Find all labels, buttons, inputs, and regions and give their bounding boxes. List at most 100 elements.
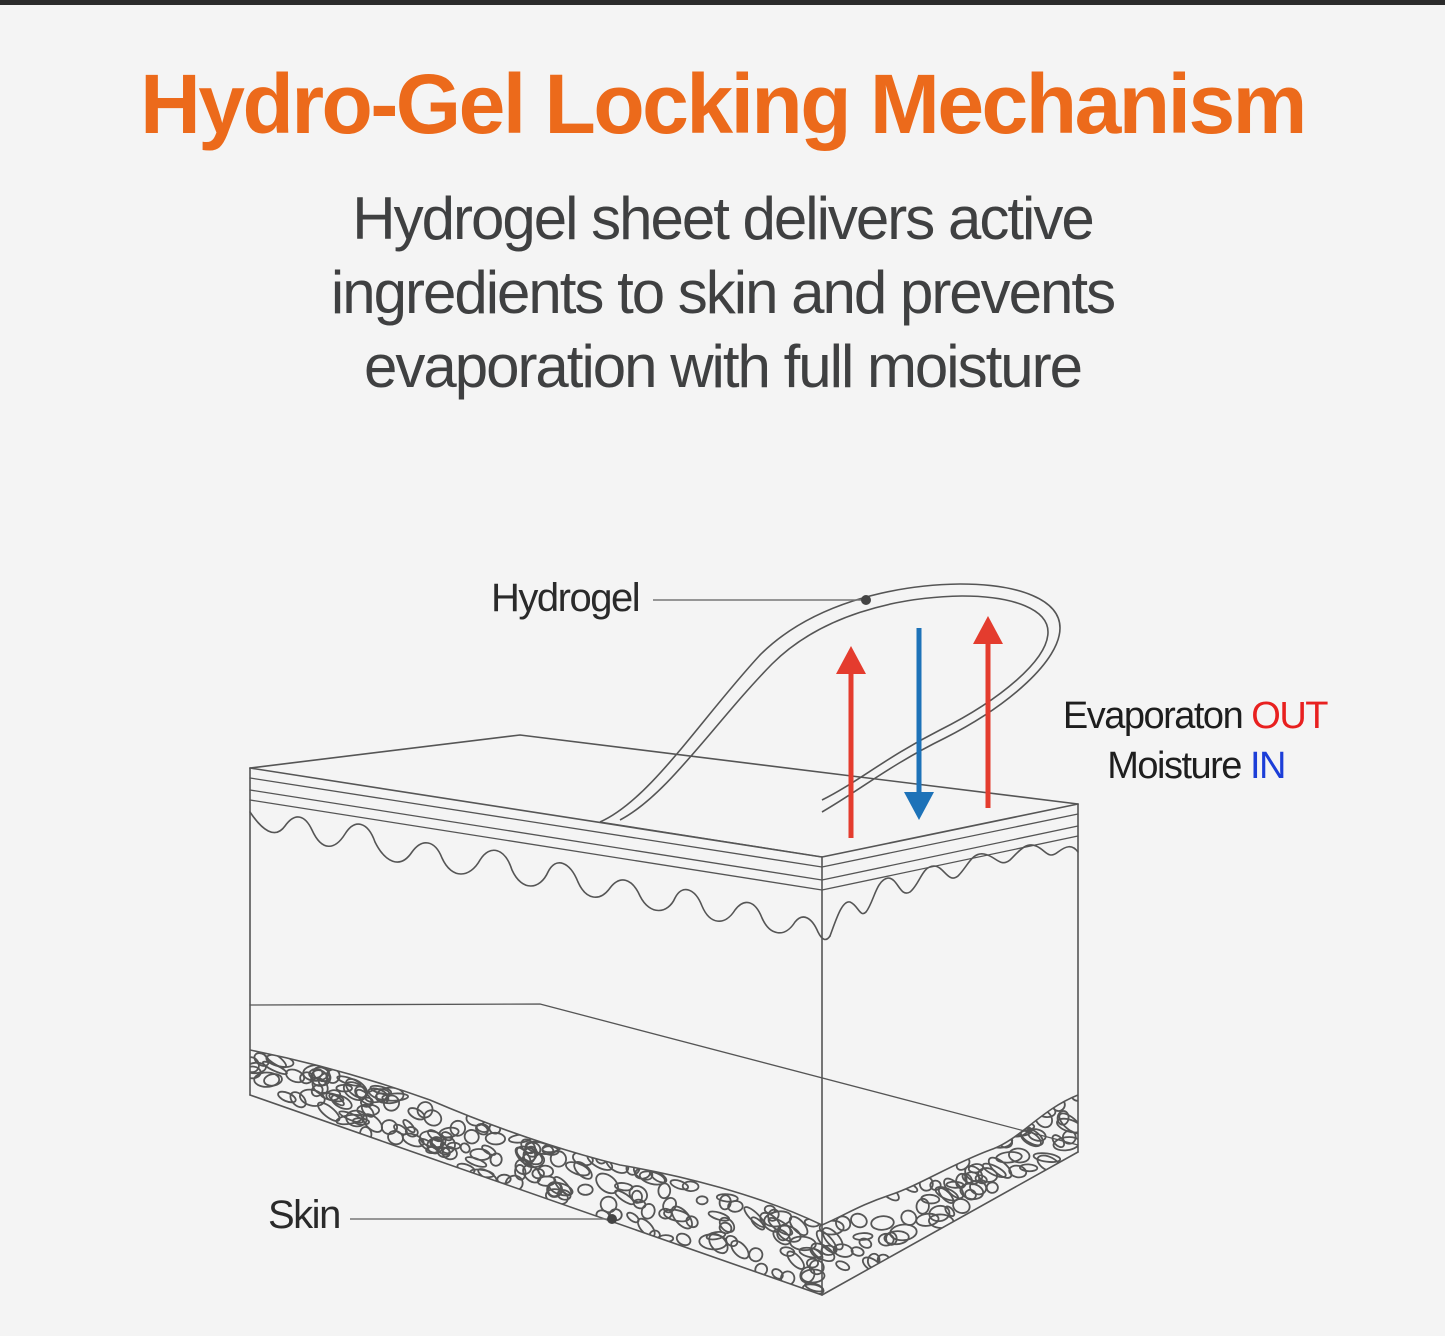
skin-cell [407,1107,426,1121]
skin-cell [614,1182,634,1192]
skin-cell [748,1247,764,1263]
skin-cell [352,1117,370,1126]
skin-cell [549,1150,567,1168]
hydrogel-sheet-base [599,821,823,858]
skin-cell [342,1081,368,1102]
legend-evaporation: Evaporaton OUT [1063,695,1329,737]
skin-cell [804,1281,825,1293]
skin-cell [767,1208,780,1222]
skin-cell [599,1195,618,1214]
layer-line-2 [249,789,1079,881]
skin-cell [870,1215,895,1231]
skin-cell [669,1179,689,1191]
skin-cell [316,1101,341,1122]
skin-cell [393,1123,408,1136]
skin-cell [772,1228,792,1246]
block-bottom-right [821,1151,1079,1296]
skin-cell [707,1210,731,1222]
page-title: Hydro-Gel Locking Mechanism [140,57,1307,151]
skin-cell [1027,1128,1047,1142]
skin-cell [261,1060,288,1076]
skin-cell [658,1207,673,1220]
skin-cell [436,1146,451,1159]
layer-line-3 [249,799,1079,891]
skin-cell [354,1085,368,1099]
skin-cell [850,1212,868,1229]
skin-cell [952,1198,971,1214]
skin-cell [725,1234,739,1248]
hydrogel-label: Hydrogel [491,576,641,620]
legend-moisture: Moisture IN [1107,745,1286,787]
skin-cell [915,1197,930,1215]
skin-cell [900,1209,918,1226]
skin-cell [463,1129,480,1145]
skin-cell [708,1232,729,1255]
skin-cell [883,1230,910,1246]
skin-cell [718,1216,736,1233]
skin-cell [289,1091,307,1109]
skin-cell [640,1203,656,1220]
skin-cell [299,1071,314,1085]
skin-cell [809,1247,824,1261]
hydrogel-sheet-inner [619,595,1049,821]
skin-cell [310,1084,324,1098]
skin-cell [1058,1112,1078,1135]
moisture-arrowhead [904,792,934,820]
subtitle-line-2: ingredients to skin and prevents [330,259,1116,326]
skin-cell [1008,1147,1031,1164]
subtitle-line-3: evaporation with full moisture [363,333,1083,400]
skin-cell [402,1119,416,1134]
skin-cell [695,1195,709,1206]
skin-cell [419,1130,447,1149]
skin-cell [439,1136,456,1155]
skin-cell [1019,1163,1039,1173]
dermis-wave-right [829,844,1079,937]
skin-cell [799,1266,816,1284]
skin-cell [381,1092,409,1102]
skin-cell [614,1189,635,1206]
skin-cell [981,1162,1007,1179]
evaporation-arrowhead-right [973,616,1003,644]
layer-line-1 [249,777,1079,868]
skin-cell [808,1259,825,1276]
skin-cell [299,1088,326,1107]
skin-cell [763,1210,793,1228]
skin-cell [806,1257,819,1269]
skin-cell [459,1142,471,1154]
skin-cell [730,1239,750,1260]
skin-cell [1036,1154,1062,1174]
skin-cell [800,1268,826,1284]
skin-cell [302,1064,330,1082]
top-bar [0,0,1445,5]
skin-cell [250,1065,262,1080]
skin-cell [330,1094,353,1110]
skin-cell [959,1182,985,1201]
skin-cell [944,1205,956,1218]
skin-cell [820,1244,837,1256]
skin-cell [928,1204,951,1223]
skin-cell [626,1211,640,1224]
skin-cell [835,1215,852,1232]
legend-moisture-text: Moisture [1107,745,1242,787]
skin-cell [657,1182,672,1200]
skin-cell [573,1161,593,1180]
skin-cell [937,1187,955,1204]
hydrogel-sheet-outer [599,583,1061,823]
skin-cell [715,1193,739,1203]
skin-cell [525,1140,555,1156]
subtitle: Hydrogel sheet delivers active ingredien… [0,182,1445,404]
skin-cell [277,1090,297,1104]
skin-cell [1070,1091,1078,1102]
skin-cell [1052,1136,1078,1152]
skin-cell [423,1109,443,1127]
skin-cell [995,1151,1023,1164]
skin-cell [475,1123,489,1136]
skin-leader-dot [607,1214,617,1224]
inner-back-edge [249,1003,1079,1146]
skin-cell [250,1056,260,1074]
skin-cell [969,1179,988,1196]
legend-out-text: OUT [1251,695,1328,737]
skin-cell [1032,1152,1062,1163]
skin-cell [514,1158,533,1176]
